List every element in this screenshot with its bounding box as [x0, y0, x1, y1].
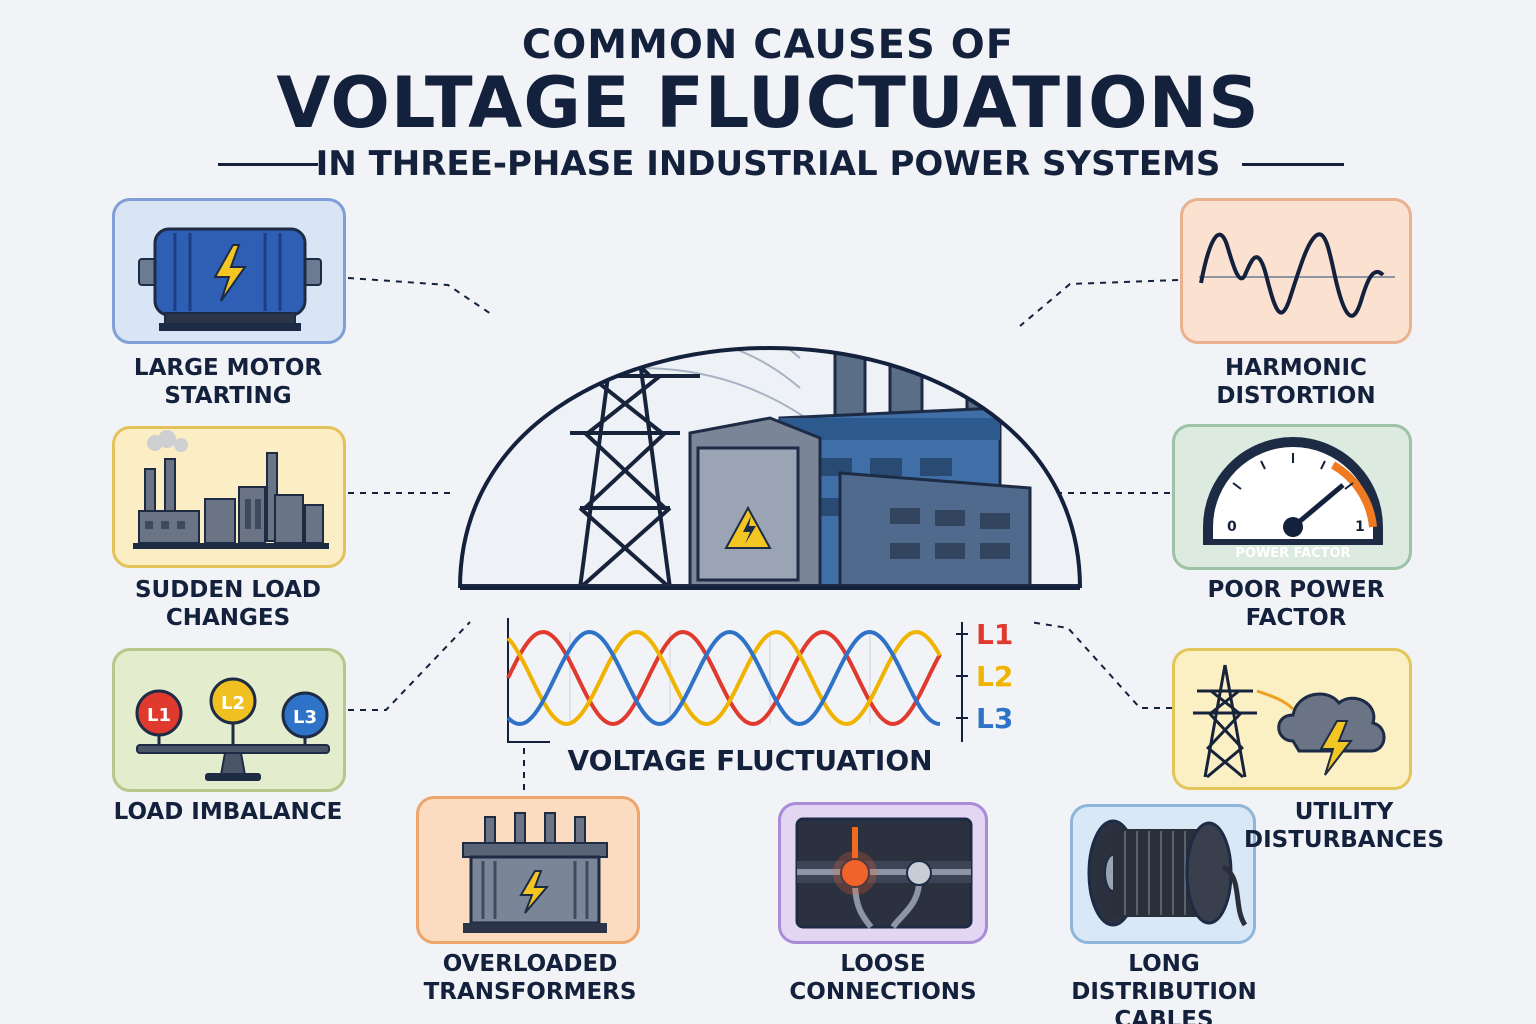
card-overloaded-transformers: [416, 796, 640, 944]
label-harmonic-distortion: HARMONIC DISTORTION: [1216, 355, 1376, 409]
card-harmonic-distortion: [1180, 198, 1412, 344]
title-line-1: COMMON CAUSES OF: [521, 22, 1015, 68]
connector-imbalance: [348, 621, 471, 711]
label-loose-connections: LOOSE CONNECTIONS: [789, 951, 977, 1005]
badge-l2: [209, 677, 257, 725]
voltage-fluctuation-caption: VOLTAGE FLUCTUATION: [567, 744, 933, 777]
label-sudden-load: SUDDEN LOAD CHANGES: [134, 577, 322, 631]
subtitle-rule-left: [218, 163, 318, 166]
cable-reel-icon: [1087, 819, 1248, 927]
card-sudden-load: [112, 426, 346, 568]
label-long-cables: LONG DISTRIBUTION CABLES: [1071, 951, 1257, 1024]
badge-l3-text: L3: [293, 707, 317, 728]
connector-utility: [1029, 621, 1172, 709]
label-poor-power-factor: POOR POWER FACTOR: [1207, 577, 1385, 631]
phase-l1-wave: [506, 629, 942, 727]
subtitle-rule-right: [1242, 163, 1344, 166]
gauge-caption: POWER FACTOR: [1235, 546, 1350, 561]
phase-label-l1: L1: [976, 618, 1014, 651]
central-power-plant-illustration: [458, 346, 1082, 590]
label-large-motor: LARGE MOTOR STARTING: [133, 355, 323, 409]
loose-connection-icon: [795, 817, 973, 929]
label-load-imbalance: LOAD IMBALANCE: [113, 799, 343, 825]
card-load-imbalance: L1 L2 L3: [112, 648, 346, 792]
label-overloaded-transformers: OVERLOADED TRANSFORMERS: [423, 951, 637, 1005]
electric-motor-icon: [138, 227, 322, 331]
distorted-waveform-icon: [1199, 232, 1395, 318]
phase-label-l2: L2: [976, 660, 1014, 693]
power-factor-gauge-icon: 0 1 POWER FACTOR: [1203, 437, 1383, 561]
card-poor-power-factor: 0 1 POWER FACTOR: [1172, 424, 1412, 570]
phase-l2-wave: [506, 629, 942, 727]
label-utility-disturbances: UTILITY DISTURBANCES: [1243, 799, 1445, 853]
phase-label-l3: L3: [976, 702, 1014, 735]
badge-l3: [281, 691, 329, 739]
card-large-motor: [112, 198, 346, 344]
badge-l1-text: L1: [147, 705, 171, 726]
badge-l1: [135, 689, 183, 737]
gauge-min-label: 0: [1227, 519, 1237, 535]
transformer-icon: [462, 812, 608, 933]
card-long-cables: [1070, 804, 1256, 944]
badge-l2-text: L2: [221, 693, 245, 714]
card-utility-disturbances: [1172, 648, 1412, 790]
phase-l3-wave: [506, 629, 941, 727]
gauge-max-label: 1: [1355, 519, 1365, 535]
subtitle: IN THREE-PHASE INDUSTRIAL POWER SYSTEMS: [315, 144, 1221, 184]
connector-harmonic: [1019, 279, 1179, 327]
three-phase-waveform: [506, 618, 968, 743]
storm-tower-icon: [1193, 664, 1386, 779]
card-loose-connections: [778, 802, 988, 944]
balance-scale-icon: L1 L2 L3: [135, 677, 330, 781]
title-line-2: VOLTAGE FLUCTUATIONS: [276, 62, 1260, 144]
connector-motor: [347, 277, 495, 317]
industrial-plant-icon: [133, 430, 329, 549]
